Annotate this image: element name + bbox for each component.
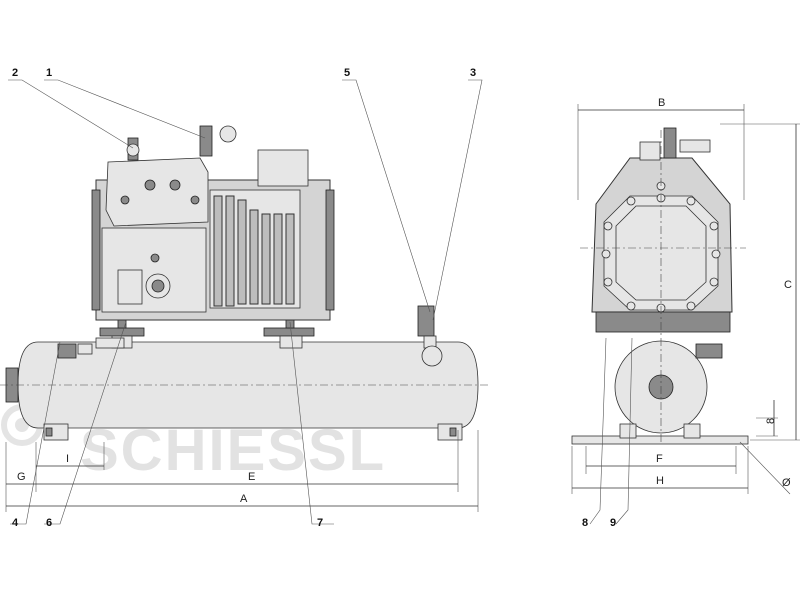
tank-pipework [57, 305, 443, 367]
receiver-tank [0, 341, 490, 441]
side-view: 2 1 5 3 4 6 7 I G E A [0, 67, 490, 529]
callout-9: 9 [610, 517, 616, 529]
callout-8: 8 [582, 517, 588, 529]
callout-leaders [8, 79, 483, 525]
dim-F: F [656, 453, 663, 465]
callout-5: 5 [344, 67, 350, 79]
dim-A: A [240, 493, 248, 505]
callout-4: 4 [12, 517, 19, 529]
dim-C: C [784, 279, 792, 291]
end-dimension-lines [571, 104, 800, 525]
callout-6: 6 [46, 517, 52, 529]
dim-diameter: Ø [782, 477, 791, 489]
side-dimension-lines [5, 430, 479, 512]
dim-B: B [658, 97, 665, 109]
callout-2: 2 [12, 67, 18, 79]
base-plate [571, 435, 749, 445]
callout-7: 7 [317, 517, 323, 529]
compressor-body [91, 125, 335, 321]
watermark: SCHIESSL [1, 404, 386, 483]
callout-3: 3 [470, 67, 476, 79]
dim-I: I [66, 453, 69, 465]
dim-H: H [656, 475, 664, 487]
watermark-text: SCHIESSL [80, 418, 386, 483]
dim-8: 8 [765, 418, 777, 424]
callout-1: 1 [46, 67, 52, 79]
end-view: B C 8 F H Ø 8 9 [571, 97, 800, 529]
dim-E: E [248, 471, 255, 483]
dim-G: G [17, 471, 26, 483]
